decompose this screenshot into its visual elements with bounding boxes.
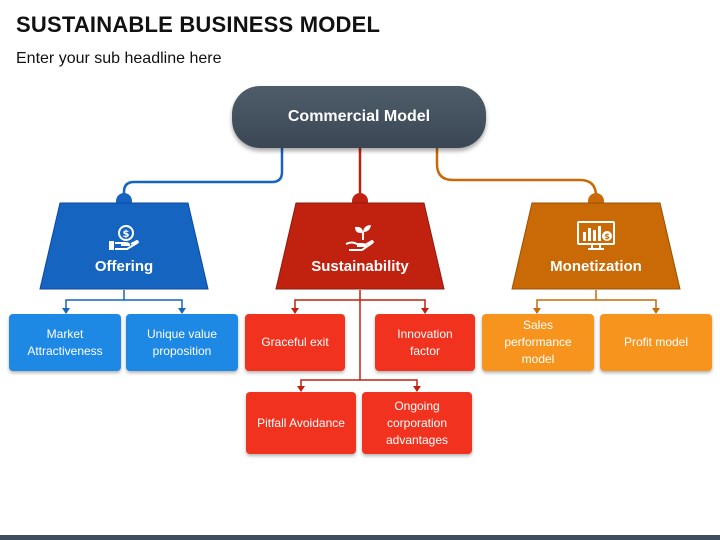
connector-monetization: [435, 148, 598, 201]
monetization-item: Sales performance model: [482, 314, 594, 371]
connector-sustainability-children: [294, 290, 426, 380]
category-label: Offering: [94, 258, 154, 275]
sustainability-item: Innovation factor: [375, 314, 475, 371]
category-monetization: $ Monetization: [510, 201, 682, 291]
offering-item: Market Attractiveness: [9, 314, 121, 371]
svg-text:$: $: [123, 229, 130, 240]
footer-bar: [0, 535, 720, 540]
category-offering: $ Offering: [38, 201, 210, 291]
monetization-item: Profit model: [600, 314, 712, 371]
connector-monetization-children: [536, 290, 657, 310]
hand-coin-icon: $: [107, 224, 141, 256]
connector-offering: [122, 148, 284, 201]
sustainability-item: Ongoing corporation advantages: [362, 392, 472, 454]
offering-item: Unique value proposition: [126, 314, 238, 371]
category-label: Sustainability: [311, 258, 409, 275]
page-subtitle: Enter your sub headline here: [16, 50, 222, 67]
hand-plant-icon: [343, 224, 377, 256]
category-label: Monetization: [550, 258, 642, 275]
connector-offering-children: [65, 290, 183, 310]
category-sustainability: Sustainability: [274, 201, 446, 291]
sustainability-item: Graceful exit: [245, 314, 345, 371]
root-label: Commercial Model: [287, 108, 431, 125]
sustainability-item: Pitfall Avoidance: [246, 392, 356, 454]
page-title: SUSTAINABLE BUSINESS MODEL: [16, 12, 381, 37]
root-node: Commercial Model: [232, 86, 486, 148]
svg-text:$: $: [604, 232, 610, 241]
monitor-chart-icon: $: [576, 220, 616, 256]
